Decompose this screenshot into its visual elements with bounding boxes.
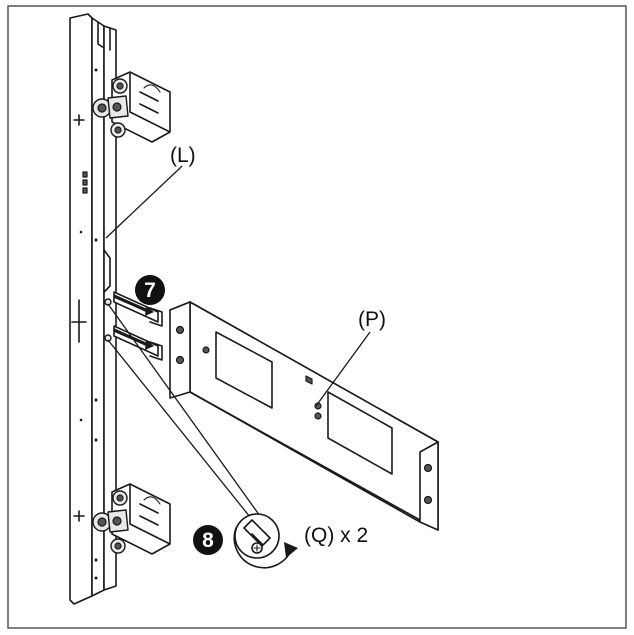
screw-callout xyxy=(107,303,298,569)
step-7-badge: 7 xyxy=(135,275,165,305)
leader-l xyxy=(105,165,183,239)
bottom-bracket xyxy=(92,483,171,555)
leader-p xyxy=(315,331,371,407)
rail-holes xyxy=(79,68,98,580)
step-8-badge: 8 xyxy=(193,525,223,555)
label-part-p: (P) xyxy=(358,308,386,331)
vertical-rail xyxy=(69,13,117,605)
top-bracket-bolts xyxy=(92,78,129,138)
screw-icon xyxy=(234,513,280,559)
bottom-bracket-bolts xyxy=(92,490,129,554)
horizontal-panel xyxy=(169,301,439,531)
step-8-number: 8 xyxy=(202,529,214,552)
step-7-number: 7 xyxy=(144,279,156,302)
top-bracket xyxy=(92,71,171,143)
label-screw-qty: (Q) x 2 xyxy=(304,524,368,547)
label-part-l: (L) xyxy=(170,144,196,167)
clockwise-arrow-icon xyxy=(233,527,298,569)
insertion-tabs xyxy=(104,291,163,361)
